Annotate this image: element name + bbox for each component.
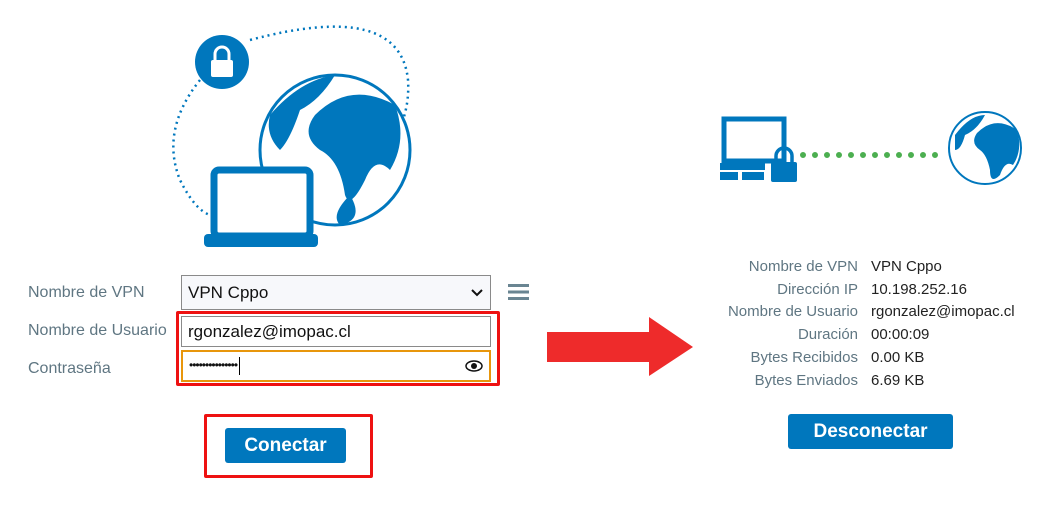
globe-icon: [948, 111, 1022, 185]
password-label: Contraseña: [28, 360, 111, 377]
lock-icon: [771, 146, 797, 182]
lock-icon: [195, 35, 249, 89]
connected-illustration: [720, 111, 1022, 185]
vpn-name-value: VPN Cppo: [188, 282, 269, 302]
username-label: Nombre de Usuario: [28, 322, 167, 339]
username-value: rgonzalez@imopac.cl: [188, 321, 351, 341]
eye-icon[interactable]: [465, 360, 483, 372]
disconnect-button[interactable]: Desconectar: [788, 414, 953, 449]
vpn-name-select[interactable]: VPN Cppo: [181, 275, 491, 310]
username-input[interactable]: rgonzalez@imopac.cl: [181, 316, 491, 347]
laptop-icon: [204, 166, 318, 247]
arrow-right-icon: [547, 317, 693, 376]
menu-icon[interactable]: [508, 283, 530, 301]
chevron-down-icon: [471, 288, 483, 296]
highlight-connect: [204, 414, 373, 478]
highlight-credentials: [176, 311, 500, 386]
vpn-name-label: Nombre de VPN: [28, 284, 145, 301]
password-input[interactable]: •••••••••••••••: [181, 350, 491, 382]
password-value: •••••••••••••••: [189, 358, 238, 373]
computer-icon: [720, 116, 787, 180]
dotted-path: [249, 25, 410, 191]
vpn-illustration: [172, 25, 412, 247]
connect-button[interactable]: Conectar: [225, 428, 346, 463]
